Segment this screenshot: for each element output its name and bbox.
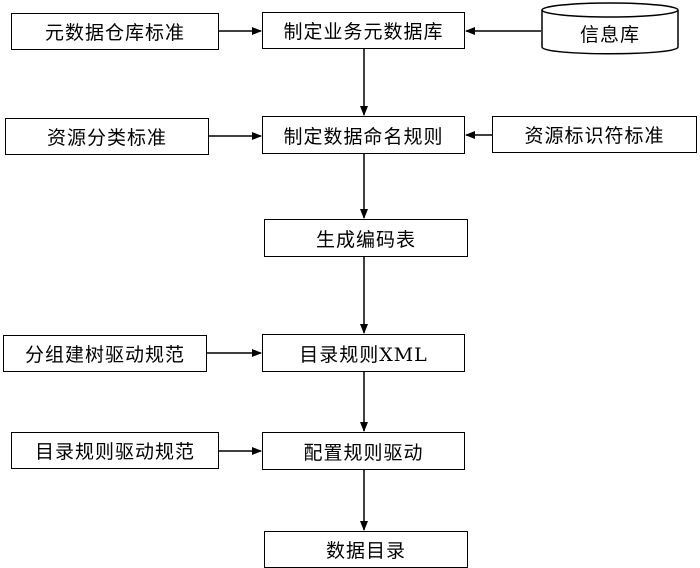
node-resource-identifier-standard: 资源标识符标准 xyxy=(492,116,697,153)
node-resource-classification-standard: 资源分类标准 xyxy=(5,118,209,155)
node-code-table: 生成编码表 xyxy=(264,219,468,257)
node-config-rules-driver: 配置规则驱动 xyxy=(262,432,465,470)
node-data-naming-rules: 制定数据命名规则 xyxy=(262,116,465,154)
node-grouping-tree-spec: 分组建树驱动规范 xyxy=(3,335,207,372)
database-cylinder-icon xyxy=(541,2,679,55)
node-metadata-repo-standard: 元数据仓库标准 xyxy=(11,13,219,50)
node-business-metadata-repo: 制定业务元数据库 xyxy=(262,12,465,49)
node-catalog-rules-xml: 目录规则XML xyxy=(262,334,465,372)
node-data-catalog: 数据目录 xyxy=(264,531,468,568)
node-info-repo: 信息库 xyxy=(579,23,640,46)
node-catalog-rules-driver-spec: 目录规则驱动规范 xyxy=(11,432,219,469)
